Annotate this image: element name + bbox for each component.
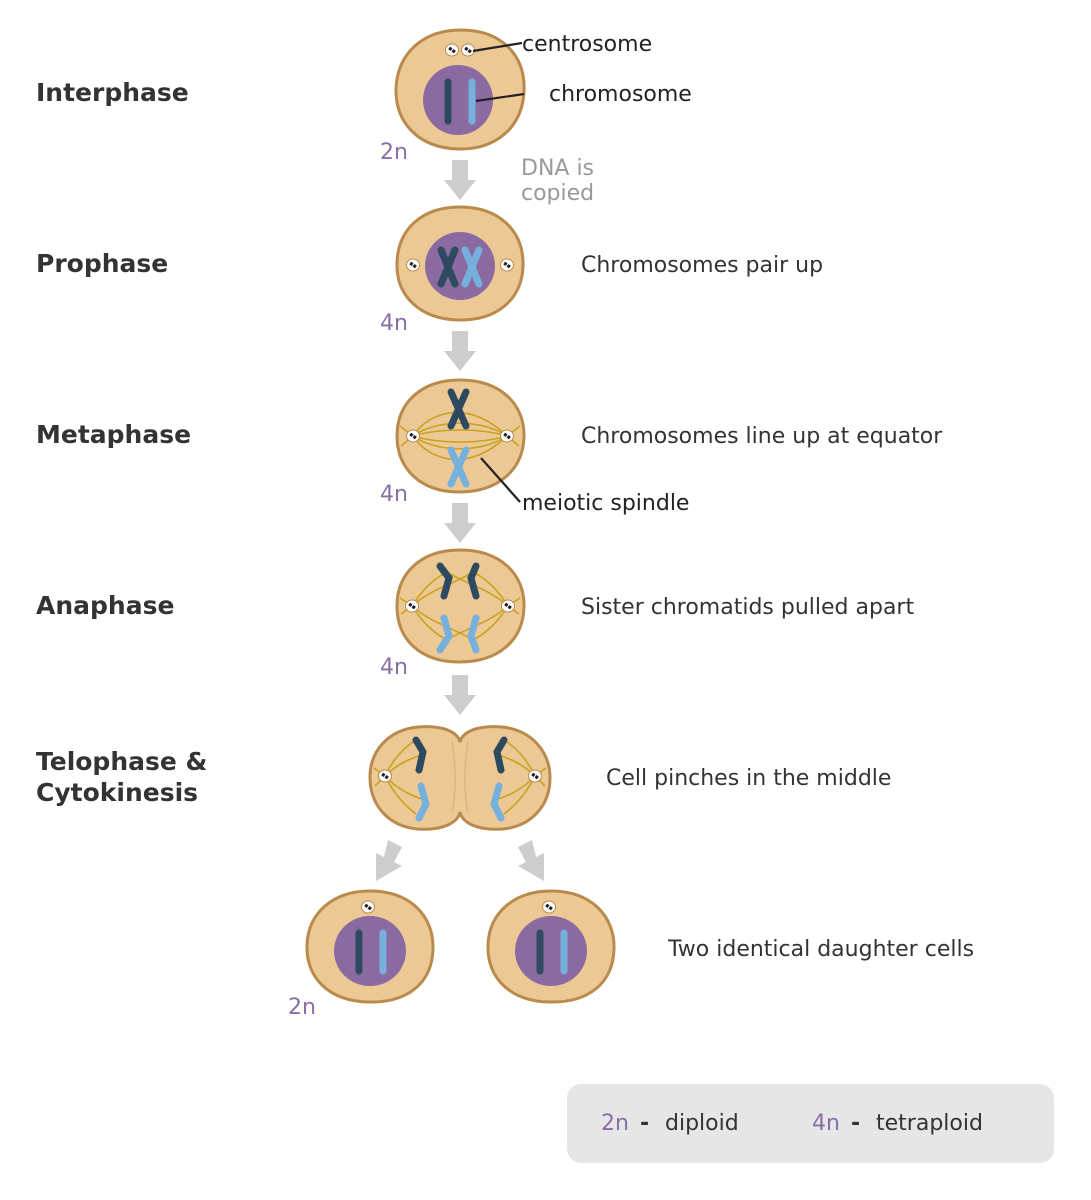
dna-note-line1: DNA is	[521, 156, 594, 181]
arrow-down-right-icon	[518, 840, 544, 881]
ploidy-metaphase: 4n	[380, 482, 408, 507]
ploidy-prophase: 4n	[380, 311, 408, 336]
arrow-down-icon	[444, 503, 476, 543]
desc-prophase: Chromosomes pair up	[581, 253, 823, 278]
legend-separator: -	[640, 1111, 649, 1136]
stage-label-cytokinesis: Cytokinesis	[36, 778, 198, 807]
desc-metaphase: Chromosomes line up at equator	[581, 424, 943, 449]
daughter-cell-right	[486, 889, 616, 1004]
chromosome-leader	[475, 92, 525, 103]
stage-label-anaphase: Anaphase	[36, 591, 174, 620]
legend: 2n - diploid 4n - tetraploid	[567, 1084, 1054, 1163]
legend-symbol-2n: 2n	[601, 1111, 629, 1136]
chromosome-callout: chromosome	[549, 82, 692, 107]
ploidy-anaphase: 4n	[380, 655, 408, 680]
arrow-down-icon	[444, 160, 476, 200]
stage-label-prophase: Prophase	[36, 249, 168, 278]
arrow-down-icon	[444, 331, 476, 371]
telophase-cell	[368, 725, 552, 831]
stage-label-telophase: Telophase &	[36, 747, 207, 776]
stage-label-metaphase: Metaphase	[36, 420, 191, 449]
arrow-down-left-icon	[376, 840, 402, 881]
spindle-leader	[480, 457, 521, 503]
stage-label-interphase: Interphase	[36, 78, 189, 107]
legend-meaning-tetraploid: tetraploid	[876, 1111, 983, 1136]
desc-telophase: Cell pinches in the middle	[606, 766, 891, 791]
legend-symbol-4n: 4n	[812, 1111, 840, 1136]
centrosome-leader	[472, 41, 523, 53]
daughter-cell-left	[305, 889, 435, 1004]
legend-meaning-diploid: diploid	[665, 1111, 739, 1136]
metaphase-cell	[395, 378, 526, 494]
prophase-cell	[395, 205, 525, 322]
desc-anaphase: Sister chromatids pulled apart	[581, 595, 914, 620]
ploidy-interphase: 2n	[380, 140, 408, 165]
arrow-down-icon	[444, 675, 476, 715]
anaphase-cell	[395, 548, 526, 664]
dna-note-line2: copied	[521, 181, 594, 206]
ploidy-daughter: 2n	[288, 995, 316, 1020]
desc-daughter-cells: Two identical daughter cells	[667, 937, 974, 962]
legend-box	[567, 1084, 1054, 1163]
legend-separator: -	[851, 1111, 860, 1136]
centrosome-callout: centrosome	[522, 32, 652, 57]
spindle-callout: meiotic spindle	[522, 491, 689, 516]
interphase-cell	[394, 28, 526, 151]
